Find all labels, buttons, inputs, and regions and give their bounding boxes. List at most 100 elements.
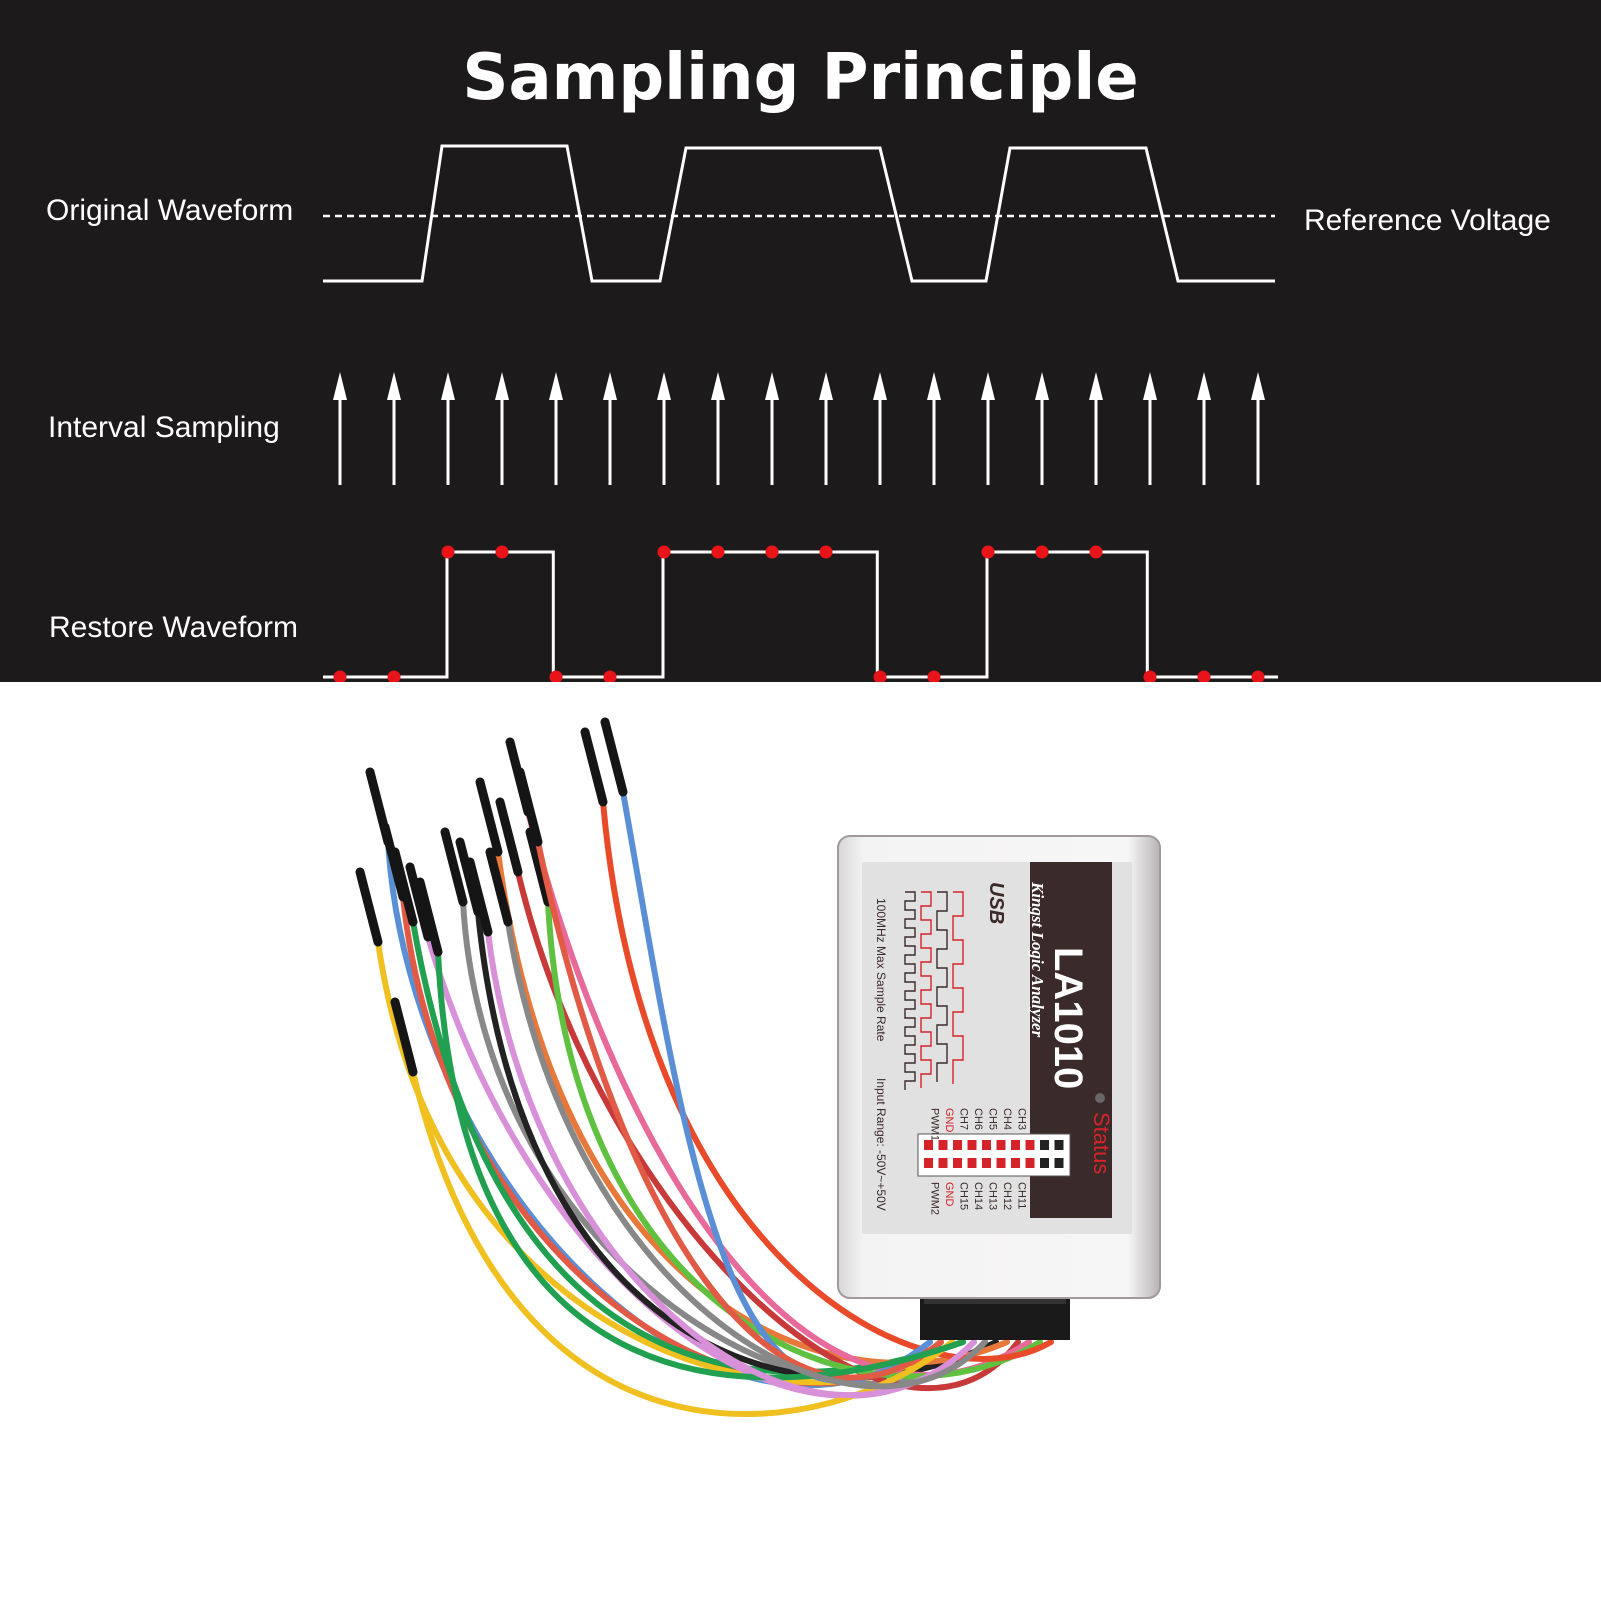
sample-point	[603, 670, 617, 682]
jumper-wire	[580, 727, 1054, 1362]
product-photo: LA1010 Kingst Logic Analyzer Status USB …	[0, 682, 1601, 1601]
pin-label: CH13	[987, 1182, 999, 1210]
sample-point	[495, 545, 509, 559]
pin-cell	[938, 1140, 948, 1150]
pin-cell	[924, 1140, 933, 1150]
pin-label: PWM2	[929, 1182, 941, 1215]
sample-point	[927, 670, 941, 682]
interval-sampling-arrows	[333, 372, 1265, 485]
pin-cell	[967, 1158, 977, 1168]
sampling-arrow	[765, 372, 779, 485]
pin-cell	[1040, 1158, 1049, 1168]
jumper-wire	[415, 877, 966, 1381]
sample-point	[873, 670, 887, 682]
page-title: Sampling Principle	[462, 41, 1139, 115]
pin-label: CH2	[1030, 1108, 1042, 1130]
spec-sample-rate: 100MHz Max Sample Rate	[874, 898, 888, 1042]
restore-waveform-trace	[323, 550, 1278, 679]
sampling-arrow	[1251, 372, 1265, 485]
pin-cell	[938, 1158, 948, 1168]
pin-label: CH4	[1001, 1108, 1013, 1130]
sampling-principle-panel: Sampling Principle Original Waveform Ref…	[0, 0, 1601, 682]
pin-label: CH7	[958, 1108, 970, 1130]
sampling-arrow	[927, 372, 941, 485]
device-model: LA1010	[1046, 947, 1090, 1089]
pin-label: CH6	[972, 1108, 984, 1130]
mini-waveform	[952, 891, 964, 1084]
sample-point	[1143, 670, 1157, 682]
mini-waveform	[904, 891, 916, 1090]
sample-point	[549, 670, 563, 682]
front-panel-waveform-art	[904, 891, 964, 1090]
sampling-arrow	[1197, 372, 1211, 485]
pin-cell	[982, 1158, 991, 1168]
sampling-arrow	[1035, 372, 1049, 485]
sampling-arrow	[549, 372, 563, 485]
sample-point	[981, 545, 995, 559]
pin-cell	[1025, 1158, 1035, 1168]
jumper-wire	[495, 797, 1021, 1392]
sample-points	[333, 545, 1265, 682]
original-waveform-label: Original Waveform	[46, 194, 294, 227]
pin-cell	[1040, 1140, 1049, 1150]
jumper-wire	[515, 767, 944, 1381]
pin-cell	[953, 1158, 962, 1168]
logic-analyzer-device: LA1010 Kingst Logic Analyzer Status USB …	[837, 835, 1161, 1299]
sample-point	[657, 545, 671, 559]
sample-point	[1089, 545, 1103, 559]
restore-waveform-label: Restore Waveform	[49, 611, 298, 644]
pin-cell	[1011, 1158, 1020, 1168]
pin-cell	[967, 1140, 977, 1150]
pin-label: CH12	[1001, 1182, 1013, 1210]
status-led	[1095, 1093, 1105, 1103]
pin-cell	[1054, 1158, 1064, 1168]
sampling-arrow	[1143, 372, 1157, 485]
jumper-wire	[390, 997, 955, 1418]
sampling-arrow	[657, 372, 671, 485]
sample-point	[1251, 670, 1265, 682]
pin-label: CH10	[1030, 1182, 1042, 1210]
pin-cell	[1025, 1140, 1035, 1150]
pin-label: GND	[943, 1182, 955, 1207]
device-brand: Kingst Logic Analyzer	[1028, 881, 1047, 1038]
mini-waveform	[936, 891, 948, 1082]
sample-point	[1197, 670, 1211, 682]
sample-point	[819, 545, 833, 559]
pin-label: CH8	[1059, 1182, 1071, 1204]
sample-point	[1035, 545, 1049, 559]
pin-cell	[982, 1140, 991, 1150]
pin-cell	[1054, 1140, 1064, 1150]
pin-cell	[953, 1140, 962, 1150]
pin-label: CH9	[1045, 1182, 1057, 1204]
jumper-wire	[485, 847, 988, 1390]
sample-point	[441, 545, 455, 559]
pin-cell	[924, 1158, 933, 1168]
waveform-diagram	[323, 144, 1278, 682]
sampling-arrow	[603, 372, 617, 485]
interval-sampling-label: Interval Sampling	[48, 411, 280, 444]
sample-point	[711, 545, 725, 559]
pin-header-grid	[924, 1140, 1064, 1168]
sampling-arrow	[387, 372, 401, 485]
logic-analyzer-illustration: LA1010 Kingst Logic Analyzer Status USB …	[355, 717, 1161, 1418]
sampling-arrow	[1089, 372, 1103, 485]
pin-cell	[996, 1140, 1006, 1150]
wire-connector	[920, 1292, 1070, 1340]
pin-label: CH0	[1059, 1108, 1071, 1130]
original-waveform-trace	[323, 144, 1275, 283]
sampling-arrow	[495, 372, 509, 485]
pin-label: CH1	[1045, 1108, 1057, 1130]
sampling-arrow	[333, 372, 347, 485]
sampling-arrow	[981, 372, 995, 485]
status-label: Status	[1089, 1112, 1114, 1174]
pin-label: PWM1	[929, 1108, 941, 1141]
pin-label: CH5	[987, 1108, 999, 1130]
pin-label: CH3	[1016, 1108, 1028, 1130]
sample-point	[333, 670, 347, 682]
usb-logo: USB	[985, 882, 1007, 924]
pin-label: GND	[943, 1108, 955, 1133]
pin-label: CH14	[972, 1182, 984, 1210]
pin-label: CH11	[1016, 1182, 1028, 1209]
sampling-arrow	[711, 372, 725, 485]
pin-cell	[996, 1158, 1006, 1168]
